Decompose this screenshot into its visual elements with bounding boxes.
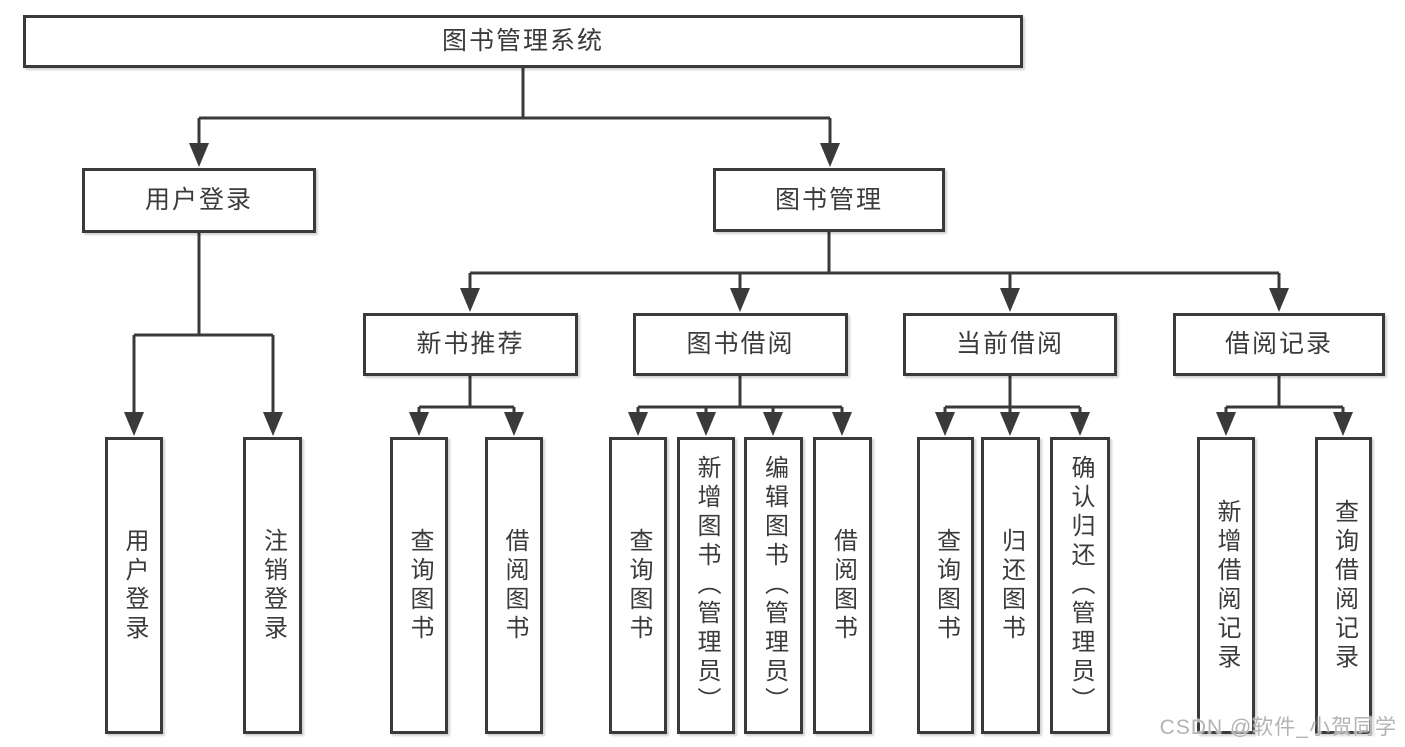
node-book-borrowing-label: 图书借阅 <box>686 330 795 358</box>
node-current-borrowing: 当前借阅 <box>903 313 1117 376</box>
node-book-borrowing: 图书借阅 <box>633 313 848 376</box>
leaf-borrowing-edit-admin: 编辑图书（管理员） <box>744 437 803 734</box>
node-root-library-system: 图书管理系统 <box>23 15 1023 68</box>
leaf-borrowing-query-label: 查询图书 <box>625 527 652 644</box>
leaf-borrowing-query: 查询图书 <box>609 437 667 734</box>
leaf-newbooks-borrow-label: 借阅图书 <box>501 527 528 644</box>
node-user-login: 用户登录 <box>82 168 316 233</box>
node-root-label: 图书管理系统 <box>441 27 604 55</box>
leaf-record-add-label: 新增借阅记录 <box>1213 498 1240 673</box>
leaf-current-query-label: 查询图书 <box>932 527 960 644</box>
leaf-current-confirm-admin-label: 确认归还（管理员） <box>1067 455 1094 716</box>
node-book-management-label: 图书管理 <box>774 185 883 214</box>
arrowheads <box>124 143 1353 436</box>
leaf-user-login: 用户登录 <box>105 437 163 734</box>
node-current-borrowing-label: 当前借阅 <box>955 330 1064 358</box>
leaf-newbooks-borrow: 借阅图书 <box>485 437 543 734</box>
leaf-record-query-label: 查询借阅记录 <box>1330 498 1358 673</box>
leaf-newbooks-query: 查询图书 <box>390 437 448 734</box>
leaf-logout-label: 注销登录 <box>259 527 287 644</box>
leaf-borrowing-add-admin: 新增图书（管理员） <box>677 437 735 734</box>
leaf-current-confirm-admin: 确认归还（管理员） <box>1050 437 1110 734</box>
node-borrow-records-label: 借阅记录 <box>1224 330 1333 358</box>
leaf-record-add: 新增借阅记录 <box>1197 437 1255 734</box>
leaf-current-return: 归还图书 <box>981 437 1040 734</box>
leaf-record-query: 查询借阅记录 <box>1315 437 1372 734</box>
leaf-newbooks-query-label: 查询图书 <box>406 527 433 644</box>
node-book-management: 图书管理 <box>713 168 945 232</box>
leaf-current-query: 查询图书 <box>917 437 974 734</box>
leaf-current-return-label: 归还图书 <box>997 527 1025 644</box>
csdn-watermark: CSDN @软件_小贺同学 <box>1159 716 1397 739</box>
node-user-login-label: 用户登录 <box>144 186 253 214</box>
leaf-borrowing-add-admin-label: 新增图书（管理员） <box>693 455 720 716</box>
node-borrow-records: 借阅记录 <box>1173 313 1385 376</box>
leaf-user-login-label: 用户登录 <box>121 527 148 644</box>
leaf-borrowing-borrow-label: 借阅图书 <box>829 527 857 644</box>
leaf-logout: 注销登录 <box>243 437 302 734</box>
leaf-borrowing-borrow: 借阅图书 <box>813 437 872 734</box>
leaf-borrowing-edit-admin-label: 编辑图书（管理员） <box>760 455 788 716</box>
node-new-book-recommend: 新书推荐 <box>363 313 578 376</box>
node-new-book-recommend-label: 新书推荐 <box>416 330 525 358</box>
